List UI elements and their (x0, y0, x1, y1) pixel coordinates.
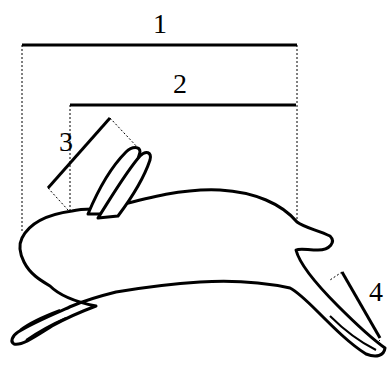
hare-outline (12, 148, 385, 357)
callout-number: 4 (369, 278, 383, 306)
callout-number: 2 (173, 70, 187, 98)
callout-number: 3 (59, 128, 73, 156)
callout-number: 1 (153, 10, 167, 38)
